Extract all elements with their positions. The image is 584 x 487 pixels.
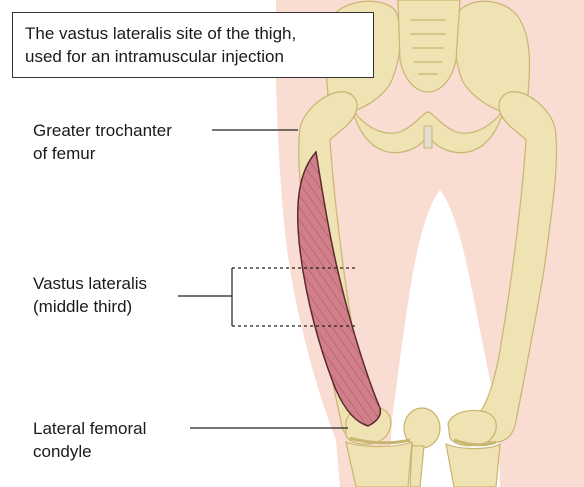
- right-tibia: [446, 444, 500, 487]
- title-line-2: used for an intramuscular injection: [25, 45, 361, 68]
- title-line-1: The vastus lateralis site of the thigh,: [25, 22, 361, 45]
- lateral-condyle-line-2: condyle: [33, 440, 146, 463]
- greater-trochanter-line-1: Greater trochanter: [33, 119, 172, 142]
- greater-trochanter-line-2: of femur: [33, 142, 172, 165]
- pubic-symphysis: [424, 126, 432, 148]
- label-lateral-femoral-condyle: Lateral femoral condyle: [33, 417, 146, 463]
- vastus-lateralis-line-1: Vastus lateralis: [33, 272, 147, 295]
- label-greater-trochanter: Greater trochanter of femur: [33, 119, 172, 165]
- vastus-lateralis-line-2: (middle third): [33, 295, 147, 318]
- left-tibia: [346, 442, 412, 487]
- diagram-title: The vastus lateralis site of the thigh, …: [12, 12, 374, 78]
- label-vastus-lateralis: Vastus lateralis (middle third): [33, 272, 147, 318]
- lateral-condyle-line-1: Lateral femoral: [33, 417, 146, 440]
